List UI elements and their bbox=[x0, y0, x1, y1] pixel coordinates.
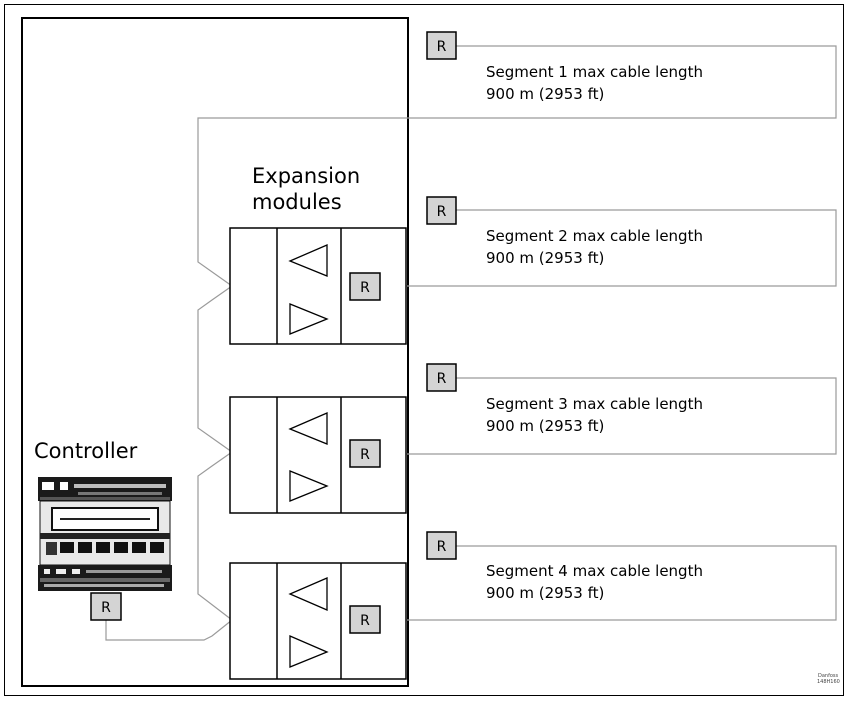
receive-arrow-icon bbox=[288, 244, 328, 277]
segment-2-cable bbox=[380, 209, 837, 287]
svg-text:R: R bbox=[437, 39, 447, 55]
svg-text:R: R bbox=[360, 447, 370, 463]
controller-heading: Controller bbox=[34, 439, 138, 463]
module-1-terminator: R bbox=[349, 272, 381, 301]
svg-text:R: R bbox=[360, 613, 370, 629]
svg-text:R: R bbox=[437, 204, 447, 220]
module-2-terminator: R bbox=[349, 439, 381, 468]
segment-4-title: Segment 4 max cable length bbox=[486, 562, 703, 580]
segment-1-length: 900 m (2953 ft) bbox=[486, 85, 604, 103]
expansion-module-1: R bbox=[229, 227, 407, 345]
segment-2-length: 900 m (2953 ft) bbox=[486, 249, 604, 267]
segment-4-length: 900 m (2953 ft) bbox=[486, 584, 604, 602]
expansion-heading-line2: modules bbox=[252, 190, 342, 214]
controller-device-icon bbox=[38, 477, 172, 591]
outer-frame bbox=[4, 4, 844, 696]
segment-3-length: 900 m (2953 ft) bbox=[486, 417, 604, 435]
expansion-heading-line1: Expansion bbox=[252, 164, 360, 188]
receive-arrow-icon bbox=[288, 412, 328, 445]
segment-3-cable bbox=[380, 377, 837, 455]
segment-3-title: Segment 3 max cable length bbox=[486, 395, 703, 413]
svg-text:R: R bbox=[101, 600, 111, 616]
segment-cables bbox=[197, 45, 837, 621]
transmit-arrow-icon bbox=[289, 635, 329, 668]
module-3-terminator: R bbox=[349, 605, 381, 634]
controller-terminator: R bbox=[90, 592, 122, 621]
segment-2-title: Segment 2 max cable length bbox=[486, 227, 703, 245]
segment-4-cable bbox=[380, 545, 837, 621]
segment-1-terminator: R bbox=[426, 31, 457, 60]
svg-text:R: R bbox=[437, 371, 447, 387]
transmit-arrow-icon bbox=[289, 303, 329, 335]
receive-arrow-icon bbox=[288, 577, 328, 611]
expansion-module-2: R bbox=[229, 396, 407, 514]
segment-2-terminator: R bbox=[426, 196, 457, 225]
svg-text:R: R bbox=[437, 539, 447, 555]
segment-1-cable bbox=[197, 45, 837, 287]
watermark-code: 148H160 bbox=[817, 679, 840, 685]
cabinet-box bbox=[21, 17, 409, 687]
bus-cables bbox=[105, 285, 233, 641]
segment-1-title: Segment 1 max cable length bbox=[486, 63, 703, 81]
segment-4-terminator: R bbox=[426, 531, 457, 560]
svg-text:R: R bbox=[360, 280, 370, 296]
expansion-module-3: R bbox=[229, 562, 407, 680]
segment-3-terminator: R bbox=[426, 363, 457, 392]
transmit-arrow-icon bbox=[289, 470, 329, 502]
watermark-brand: Danfoss bbox=[818, 673, 839, 679]
